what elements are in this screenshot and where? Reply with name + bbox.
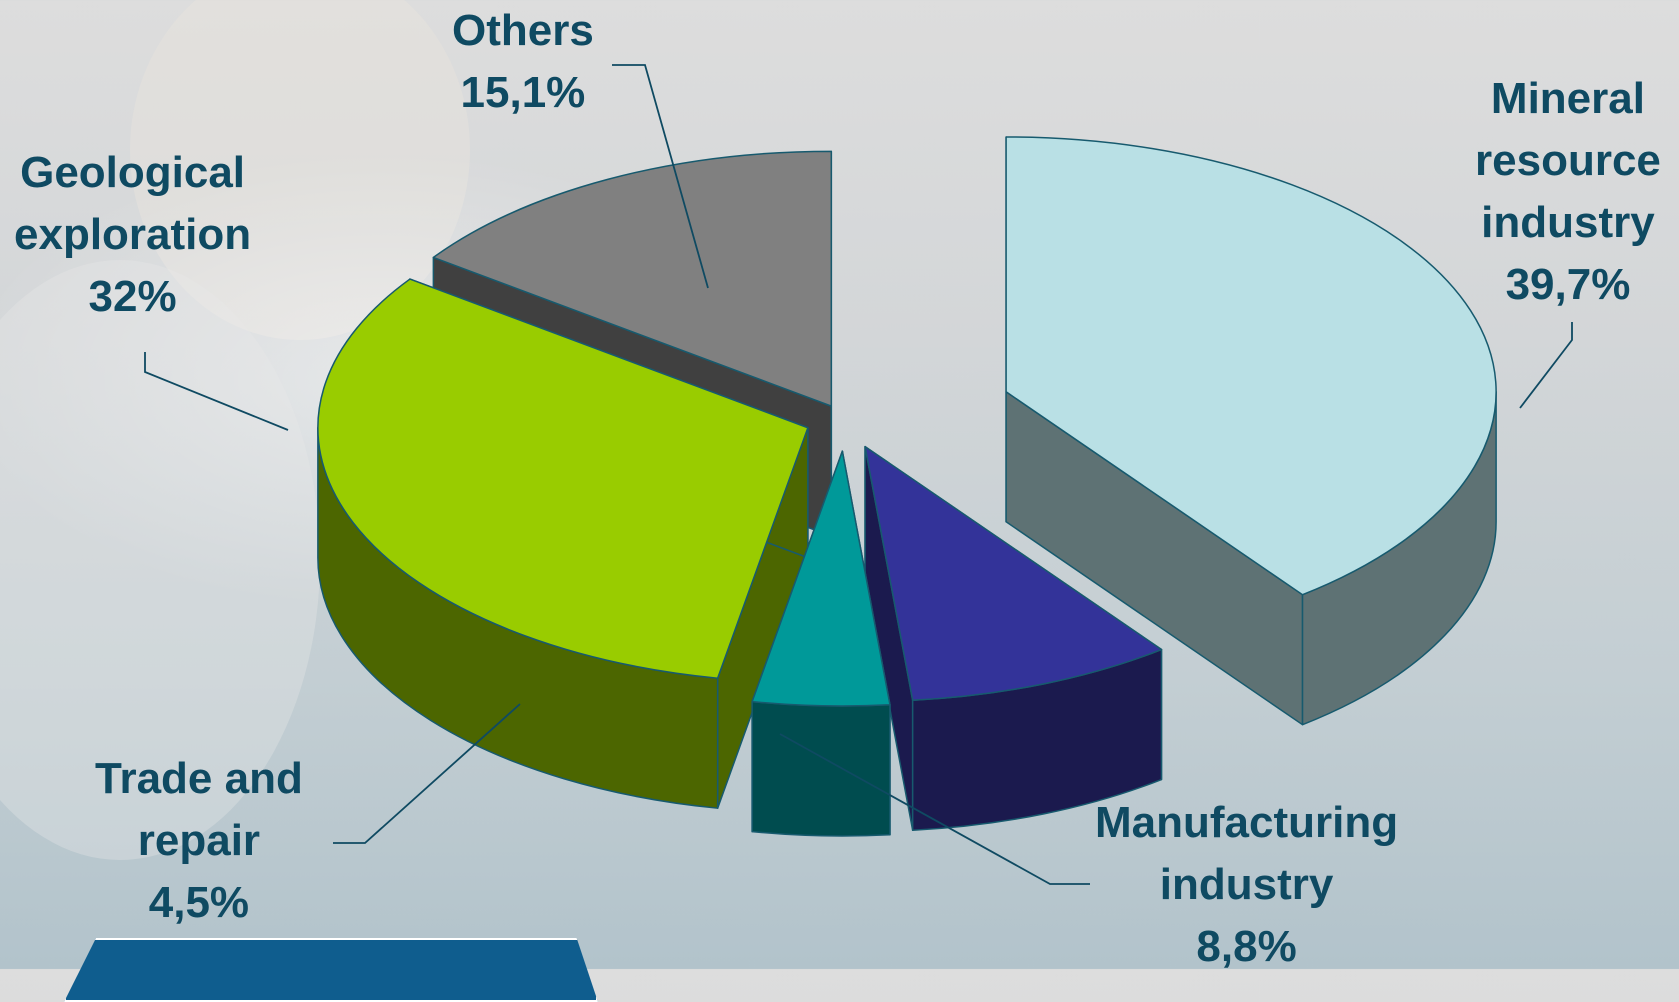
pie-slice-top-mineral-resource-industry bbox=[1005, 136, 1497, 596]
pie-slice-trade-and-repair bbox=[751, 450, 891, 837]
pie-slice-top-manufacturing-industry bbox=[864, 445, 1163, 701]
pie-slice-manufacturing-industry bbox=[864, 445, 1163, 831]
slice-label-mineral-resource-industry: Mineral resource industry 39,7% bbox=[1475, 74, 1661, 309]
leader-line-geological-exploration bbox=[144, 352, 289, 431]
pie-slice-mineral-resource-industry bbox=[1005, 136, 1497, 726]
pie-chart bbox=[144, 64, 1573, 885]
slice-label-others: Others 15,1% bbox=[452, 6, 594, 117]
bottom-tab-decoration bbox=[64, 938, 598, 1002]
leader-line-others bbox=[612, 64, 709, 289]
slice-label-trade-and-repair: Trade and repair 4,5% bbox=[95, 754, 303, 927]
pie-slice-top-trade-and-repair bbox=[751, 450, 891, 707]
leader-line-mineral-resource-industry bbox=[1519, 322, 1573, 409]
slice-label-geological-exploration: Geological exploration 32% bbox=[14, 148, 252, 321]
leader-line-manufacturing-industry bbox=[779, 733, 1090, 885]
pie-slice-top-geological-exploration bbox=[317, 278, 809, 679]
pie-slice-top-others bbox=[432, 150, 833, 407]
pie-slice-geological-exploration bbox=[317, 278, 809, 809]
pie-slice-rim-trade-and-repair bbox=[751, 700, 891, 837]
slice-label-manufacturing-industry: Manufacturing industry 8,8% bbox=[1095, 798, 1399, 971]
leader-line-trade-and-repair bbox=[333, 703, 521, 844]
